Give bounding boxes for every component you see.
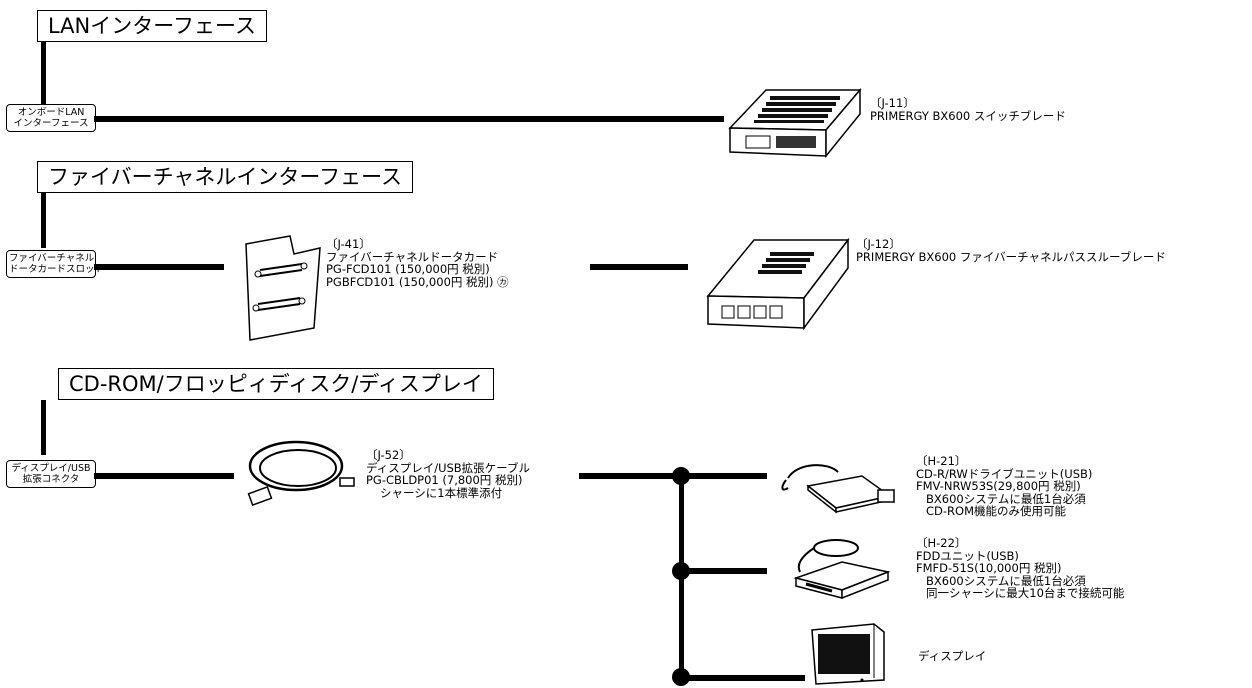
label-line: PG-FCD101 (150,000円 税別) <box>326 262 490 276</box>
label-line: 同一シャーシに最大10台まで接続可能 <box>926 586 1125 600</box>
label-line: ファイバーチャネルドータカード <box>326 249 499 264</box>
label-line: 〔J-41〕 <box>326 237 371 251</box>
fc-daughter-card-image <box>245 235 321 341</box>
fc-passthru-blade-image <box>706 237 850 331</box>
label-j52: 〔J-52〕 ディスプレイ/USB拡張ケーブル PG-CBLDP01 (7,80… <box>366 449 530 499</box>
port-fc-daughter-slot: ファイバーチャネル ドータカードスロット <box>6 250 105 278</box>
line-bus-to-fdd <box>683 568 767 574</box>
line-usb-to-cable <box>94 473 234 479</box>
label-line: PG-CBLDP01 (7,800円 税別) <box>366 473 523 487</box>
cd-rw-drive-image <box>781 464 895 514</box>
display-monitor-image <box>811 623 885 685</box>
label-j41: 〔J-41〕 ファイバーチャネルドータカード PG-FCD101 (150,00… <box>326 238 509 288</box>
line-bus-to-cdrw <box>683 473 767 479</box>
trunk-line-cd <box>41 400 46 455</box>
label-line: PRIMERGY BX600 スイッチブレード <box>870 108 1066 123</box>
line-lan-to-switch <box>94 116 724 122</box>
line-bus-to-display <box>683 675 805 681</box>
port-onboard-lan: オンボードLAN インターフェース <box>6 104 96 132</box>
label-line: CD-ROM機能のみ使用可能 <box>926 504 1066 518</box>
port-label-line: 拡張コネクタ <box>22 474 80 485</box>
label-line: CD-R/RWドライブユニット(USB) <box>916 466 1093 481</box>
line-cable-to-bus <box>579 473 683 479</box>
label-line: ディスプレイ/USB拡張ケーブル <box>366 460 530 475</box>
port-label-line: インターフェース <box>13 118 89 129</box>
section-header-lan: LANインターフェース <box>37 10 267 42</box>
label-line: 〔H-21〕 <box>916 454 967 468</box>
label-line: シャーシに1本標準添付 <box>380 485 503 500</box>
port-label-line: オンボードLAN <box>17 107 85 118</box>
label-line: FMFD-51S(10,000円 税別) <box>916 561 1062 575</box>
label-display: ディスプレイ <box>918 649 987 663</box>
junction-dot <box>672 562 690 580</box>
junction-dot <box>672 467 690 485</box>
label-line: 〔H-22〕 <box>916 536 967 550</box>
label-line: 〔J-11〕 <box>870 96 915 110</box>
port-label-line: ドータカードスロット <box>9 264 105 275</box>
port-display-usb-connector: ディスプレイ/USB 拡張コネクタ <box>6 460 96 488</box>
label-line: 〔J-52〕 <box>366 448 411 462</box>
label-j11: 〔J-11〕 PRIMERGY BX600 スイッチブレード <box>870 97 1066 122</box>
label-h22: 〔H-22〕 FDDユニット(USB) FMFD-51S(10,000円 税別)… <box>916 537 1124 600</box>
label-h21: 〔H-21〕 CD-R/RWドライブユニット(USB) FMV-NRW53S(2… <box>916 455 1092 518</box>
label-line: FMV-NRW53S(29,800円 税別) <box>916 479 1081 493</box>
line-card-to-passthru <box>590 264 688 270</box>
label-line: PGBFCD101 (150,000円 税別) ㋕ <box>326 274 509 289</box>
label-line: BX600システムに最低1台必須 <box>926 491 1086 506</box>
junction-dot <box>672 668 690 686</box>
label-line: BX600システムに最低1台必須 <box>926 573 1086 588</box>
port-label-line: ディスプレイ/USB <box>11 463 91 474</box>
label-line: PRIMERGY BX600 ファイバーチャネルパススルーブレード <box>856 249 1166 264</box>
usb-extension-cable-image <box>247 440 355 507</box>
line-fc-to-card <box>94 264 224 270</box>
fdd-unit-image <box>793 539 891 600</box>
label-j12: 〔J-12〕 PRIMERGY BX600 ファイバーチャネルパススルーブレード <box>856 238 1166 263</box>
label-line: FDDユニット(USB) <box>916 548 1019 563</box>
section-header-cdrom-floppy-display: CD-ROM/フロッピィディスク/ディスプレイ <box>58 368 494 400</box>
switch-blade-image <box>728 87 862 159</box>
port-label-line: ファイバーチャネル <box>9 253 95 264</box>
label-line: 〔J-12〕 <box>856 237 901 251</box>
trunk-line-lan <box>41 42 46 104</box>
trunk-line-fc <box>41 193 46 248</box>
section-header-fibre-channel: ファイバーチャネルインターフェース <box>37 161 414 193</box>
